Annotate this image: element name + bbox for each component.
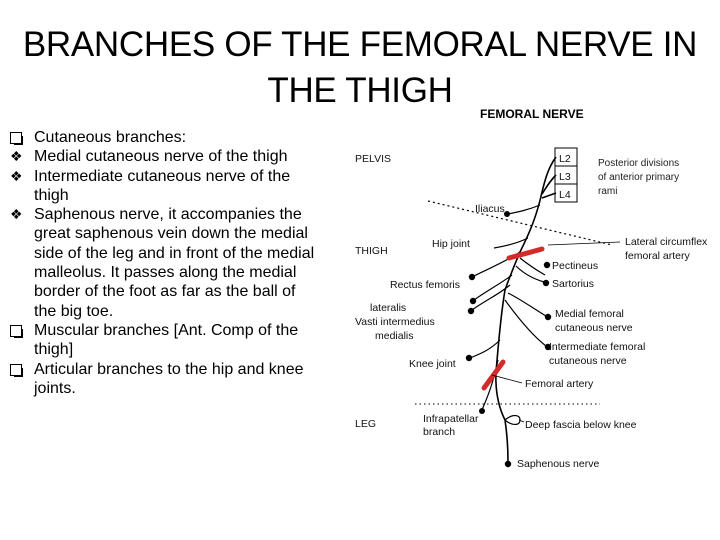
checkbox-icon <box>10 360 28 381</box>
bullet-item: ❖ Saphenous nerve, it accompanies the gr… <box>10 205 318 321</box>
root-l4: L4 <box>559 189 571 201</box>
diagram-heading: FEMORAL NERVE <box>480 107 584 121</box>
checkbox-icon <box>10 321 28 342</box>
checkbox-icon <box>10 128 28 149</box>
root-note-3: rami <box>598 186 617 197</box>
bullet-text: Medial cutaneous nerve of the thigh <box>34 148 288 166</box>
bullet-item: ❖ Intermediate cutaneous nerve of the th… <box>10 167 318 206</box>
nerve-endpoints <box>465 211 552 468</box>
label-intermediate-femoral-1: Intermediate femoral <box>549 341 645 353</box>
label-medial-femoral-2: cutaneous nerve <box>555 322 633 334</box>
label-pectineus: Pectineus <box>552 260 598 272</box>
label-rectus-femoris: Rectus femoris <box>390 279 460 291</box>
diamond-icon: ❖ <box>10 167 23 184</box>
label-intermediate-femoral-2: cutaneous nerve <box>549 355 627 367</box>
label-lateral-circumflex-1: Lateral circumflex <box>625 236 708 248</box>
femoral-nerve-diagram: FEMORAL NERVE PELVIS THIGH LEG L2 L3 L4 … <box>348 100 720 480</box>
section-pelvis: PELVIS <box>355 153 391 165</box>
diamond-icon: ❖ <box>10 206 23 223</box>
root-note-2: of anterior primary <box>598 172 679 183</box>
section-leg: LEG <box>355 418 376 430</box>
bullet-text: Muscular branches [Ant. Comp of the thig… <box>34 321 299 359</box>
root-l3: L3 <box>559 171 571 183</box>
title-line-1: BRANCHES OF THE FEMORAL NERVE IN <box>22 25 698 64</box>
bullet-item: ❖ Medial cutaneous nerve of the thigh <box>10 147 318 166</box>
nerve-branches <box>469 204 547 426</box>
femoral-nerve-trunk <box>495 156 557 463</box>
label-vasti-medialis: medialis <box>375 330 414 342</box>
label-saphenous: Saphenous nerve <box>517 458 599 470</box>
bullet-item: Articular branches to the hip and knee j… <box>10 360 318 399</box>
title-line-2: THE THIGH <box>267 71 453 110</box>
bullet-text: Intermediate cutaneous nerve of the thig… <box>34 167 291 204</box>
label-iliacus: Iliacus <box>475 203 505 215</box>
section-thigh: THIGH <box>355 245 388 257</box>
slide-title: BRANCHES OF THE FEMORAL NERVE IN THE THI… <box>0 22 720 114</box>
label-vasti-intermedius: Vasti intermedius <box>355 316 435 328</box>
label-sartorius: Sartorius <box>552 278 594 290</box>
bullet-item: Cutaneous branches: <box>10 128 318 147</box>
label-infrapatellar-2: branch <box>423 426 455 438</box>
leader-lines <box>491 241 621 423</box>
diamond-icon: ❖ <box>10 148 23 165</box>
label-vasti-lateralis: lateralis <box>370 302 406 314</box>
bullet-text: Articular branches to the hip and knee j… <box>34 360 304 397</box>
root-l2: L2 <box>559 153 571 165</box>
bullet-item: Muscular branches [Ant. Comp of the thig… <box>10 321 318 360</box>
label-knee-joint: Knee joint <box>409 358 456 370</box>
label-deep-fascia: Deep fascia below knee <box>525 419 637 431</box>
label-infrapatellar-1: Infrapatellar <box>423 413 479 425</box>
label-lateral-circumflex-2: femoral artery <box>625 250 691 262</box>
label-medial-femoral-1: Medial femoral <box>555 308 624 320</box>
bullet-list: Cutaneous branches: ❖ Medial cutaneous ne… <box>10 128 318 398</box>
bullet-text: Saphenous nerve, it accompanies the grea… <box>34 206 315 320</box>
label-hip-joint: Hip joint <box>432 238 470 250</box>
lateral-circumflex-artery <box>506 246 545 261</box>
root-note-1: Posterior divisions <box>598 158 679 169</box>
label-femoral-artery: Femoral artery <box>525 378 594 390</box>
inguinal-ligament-line <box>427 200 613 246</box>
bullet-text: Cutaneous branches: <box>34 129 187 146</box>
